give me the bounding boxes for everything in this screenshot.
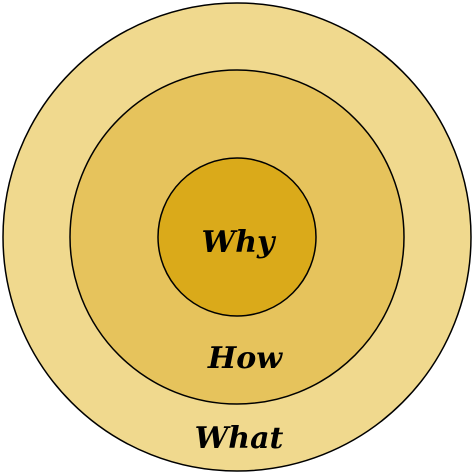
how-label: How (207, 341, 283, 376)
why-label: Why (202, 225, 278, 260)
inner-circle-why (157, 157, 317, 317)
what-label: What (195, 421, 284, 456)
